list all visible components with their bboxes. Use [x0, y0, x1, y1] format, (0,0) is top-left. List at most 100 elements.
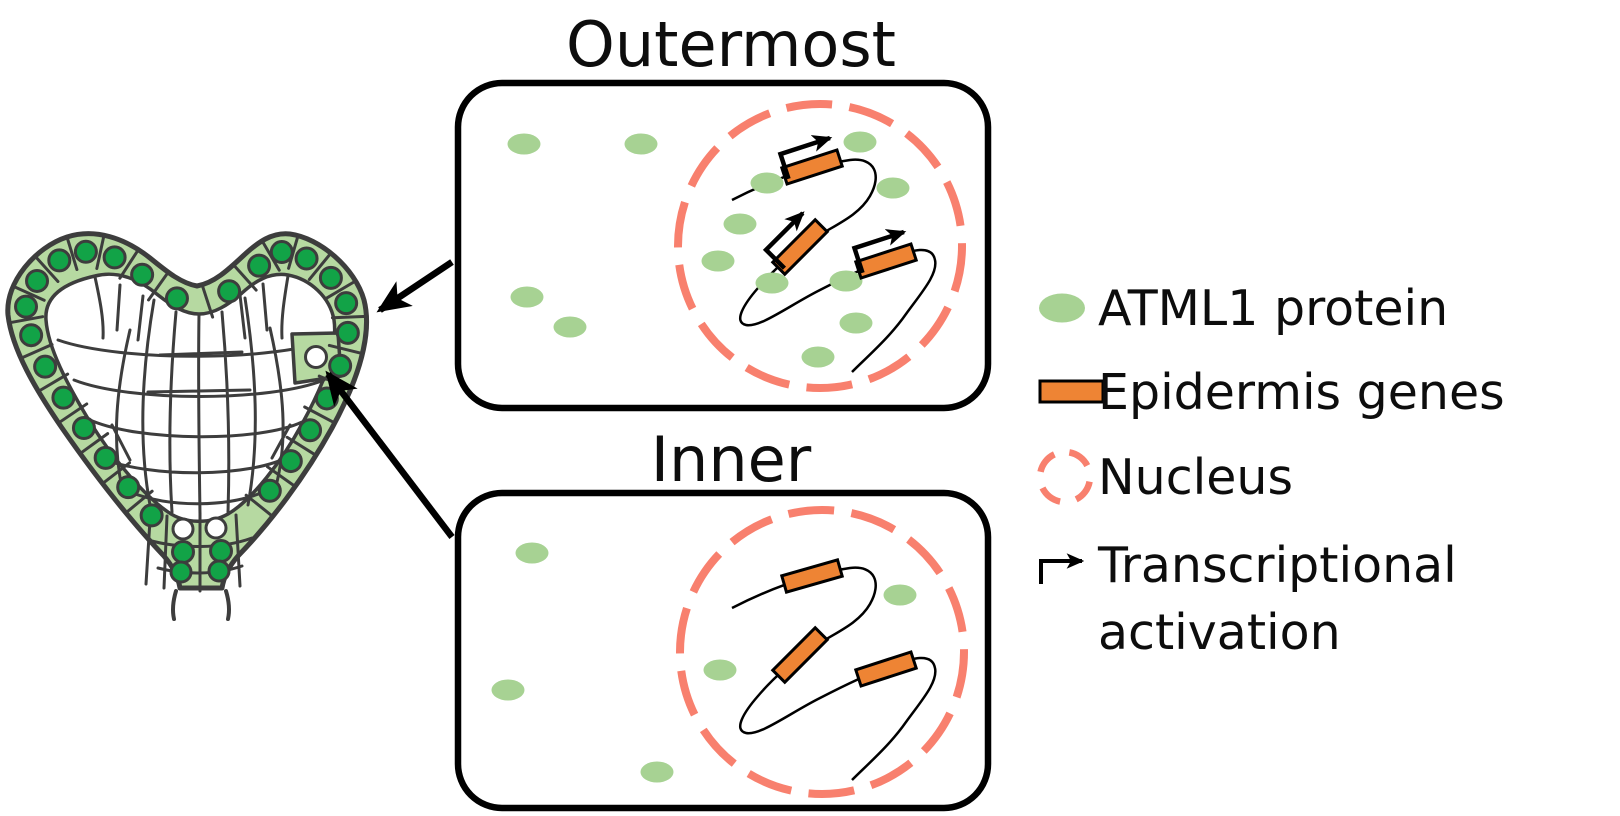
transcription-arrow	[762, 211, 805, 270]
epidermal-cell-wall	[327, 343, 364, 356]
atml1-protein	[640, 761, 674, 783]
epidermal-cell-wall	[101, 461, 131, 486]
legend-label-transcriptional: Transcriptional	[1098, 537, 1457, 594]
atml1-proteins-nucleus	[701, 131, 910, 368]
epidermal-cell-wall	[265, 465, 297, 489]
epidermal-cell-wall	[65, 235, 79, 272]
epidermal-cell-wall	[124, 489, 154, 515]
epidermal-cell-wall	[307, 251, 333, 281]
atml1-protein	[839, 312, 873, 334]
epidermal-cell-nucleus	[116, 475, 141, 500]
epidermal-cell-nucleus	[217, 279, 242, 304]
atml1-protein	[553, 316, 587, 338]
unlabeled-nucleus	[304, 345, 328, 369]
atml1-protein	[703, 659, 737, 681]
cell-nucleus	[209, 539, 233, 563]
epidermal-cell-wall	[147, 270, 170, 302]
cell-membrane-box	[454, 489, 992, 812]
epidermal-cell-wall	[19, 343, 54, 360]
outermost-panel-title: Outermost	[566, 8, 896, 81]
epidermal-cell-nucleus	[318, 265, 343, 290]
epidermal-cell-nucleus	[257, 478, 282, 503]
epidermal-cell-wall	[11, 284, 46, 302]
epidermis-gene-active	[762, 211, 830, 277]
atml1-protein	[515, 542, 549, 564]
epidermal-cell-wall	[244, 493, 275, 518]
epidermal-cell-nucleus	[278, 449, 303, 474]
outermost-cell-panel	[454, 79, 992, 412]
epidermal-cell-nucleus	[335, 320, 360, 345]
epidermal-cell-nucleus	[25, 268, 50, 293]
epidermal-cell-nucleus	[47, 248, 72, 273]
atml1-protein	[801, 346, 835, 368]
epidermal-cell-nucleus	[73, 239, 98, 264]
epidermal-cells	[7, 233, 368, 528]
cell-nucleus	[207, 559, 231, 583]
epidermal-cell-nucleus	[334, 291, 359, 316]
unlabeled-nucleus	[171, 517, 195, 541]
atml1-protein	[883, 584, 917, 606]
epidermal-cell-nucleus	[130, 262, 155, 287]
epidermal-cell-nucleus	[247, 253, 272, 278]
inner-cell-panel	[454, 489, 992, 812]
epidermis-gene-active	[777, 135, 845, 186]
cell-nucleus	[169, 560, 193, 584]
epidermal-cell-nucleus	[164, 286, 189, 311]
embryo-cross-section	[5, 231, 369, 621]
atml1-proteins-cytoplasm	[491, 542, 674, 783]
atml1-protein	[876, 177, 910, 199]
atml1-protein	[723, 213, 757, 235]
epidermal-cell-nucleus	[139, 503, 164, 528]
transcription-arrow	[851, 229, 907, 274]
atml1-protein	[755, 272, 789, 294]
transcription-arrow	[777, 135, 833, 180]
epidermis-gene-inactive	[779, 557, 845, 595]
epidermal-cell-wall	[36, 372, 70, 393]
epidermal-cell-wall	[287, 234, 300, 270]
epidermal-cell-nucleus	[269, 240, 294, 265]
atml1-protein-oval-icon	[1039, 293, 1085, 323]
epidermal-cell-wall	[303, 405, 337, 425]
legend-label-nucleus: Nucleus	[1098, 449, 1293, 506]
epidermal-cell-wall	[324, 279, 358, 300]
epidermal-cell-nucleus	[51, 385, 76, 410]
nucleus-membrane	[674, 100, 966, 392]
legend-label-epidermis-genes: Epidermis genes	[1098, 364, 1505, 421]
legend-label-activation: activation	[1098, 604, 1341, 661]
legend-icons	[1036, 293, 1105, 584]
atml1-protein	[843, 131, 877, 153]
basal-cell-walls	[144, 512, 254, 593]
epidermis-gene-inactive	[853, 650, 919, 688]
unlabeled-nucleus	[204, 516, 228, 540]
atml1-proteins-nucleus	[703, 584, 917, 681]
legend-label-atml1-protein: ATML1 protein	[1098, 280, 1449, 337]
connector-arrow-outermost	[376, 259, 454, 313]
epidermal-cell-nucleus	[14, 294, 39, 319]
epidermal-cell-wall	[330, 314, 368, 320]
cell-nucleus	[171, 540, 195, 564]
epidermal-cell-nucleus	[298, 418, 323, 443]
atml1-protein	[624, 133, 658, 155]
epidermal-cell-nucleus	[294, 246, 319, 271]
epidermal-cell-nucleus	[314, 386, 339, 411]
nucleus-membrane	[676, 506, 968, 798]
epidermal-cell-nucleus	[102, 245, 127, 270]
nucleus-dashed-circle-icon	[1036, 448, 1094, 506]
epidermal-cell-nucleus	[93, 445, 118, 470]
atml1-protein	[491, 679, 525, 701]
epidermal-cell-nucleus	[328, 353, 353, 378]
epidermal-cell-nucleus	[71, 415, 96, 440]
epidermis-gene-rect-icon	[1038, 379, 1105, 404]
atml1-proteins-cytoplasm	[507, 133, 658, 338]
suspensor	[170, 589, 232, 621]
epidermal-cell-wall	[7, 315, 45, 325]
epidermal-cell-wall	[285, 435, 318, 457]
epidermal-cell-wall	[78, 432, 110, 456]
epidermis-gene-inactive	[770, 625, 830, 685]
inner-panel-title: Inner	[650, 423, 812, 496]
atml1-protein	[701, 250, 735, 272]
transcription-arrow-icon	[1039, 553, 1085, 584]
atml1-protein	[829, 270, 863, 292]
epidermal-cell-wall	[57, 402, 89, 425]
